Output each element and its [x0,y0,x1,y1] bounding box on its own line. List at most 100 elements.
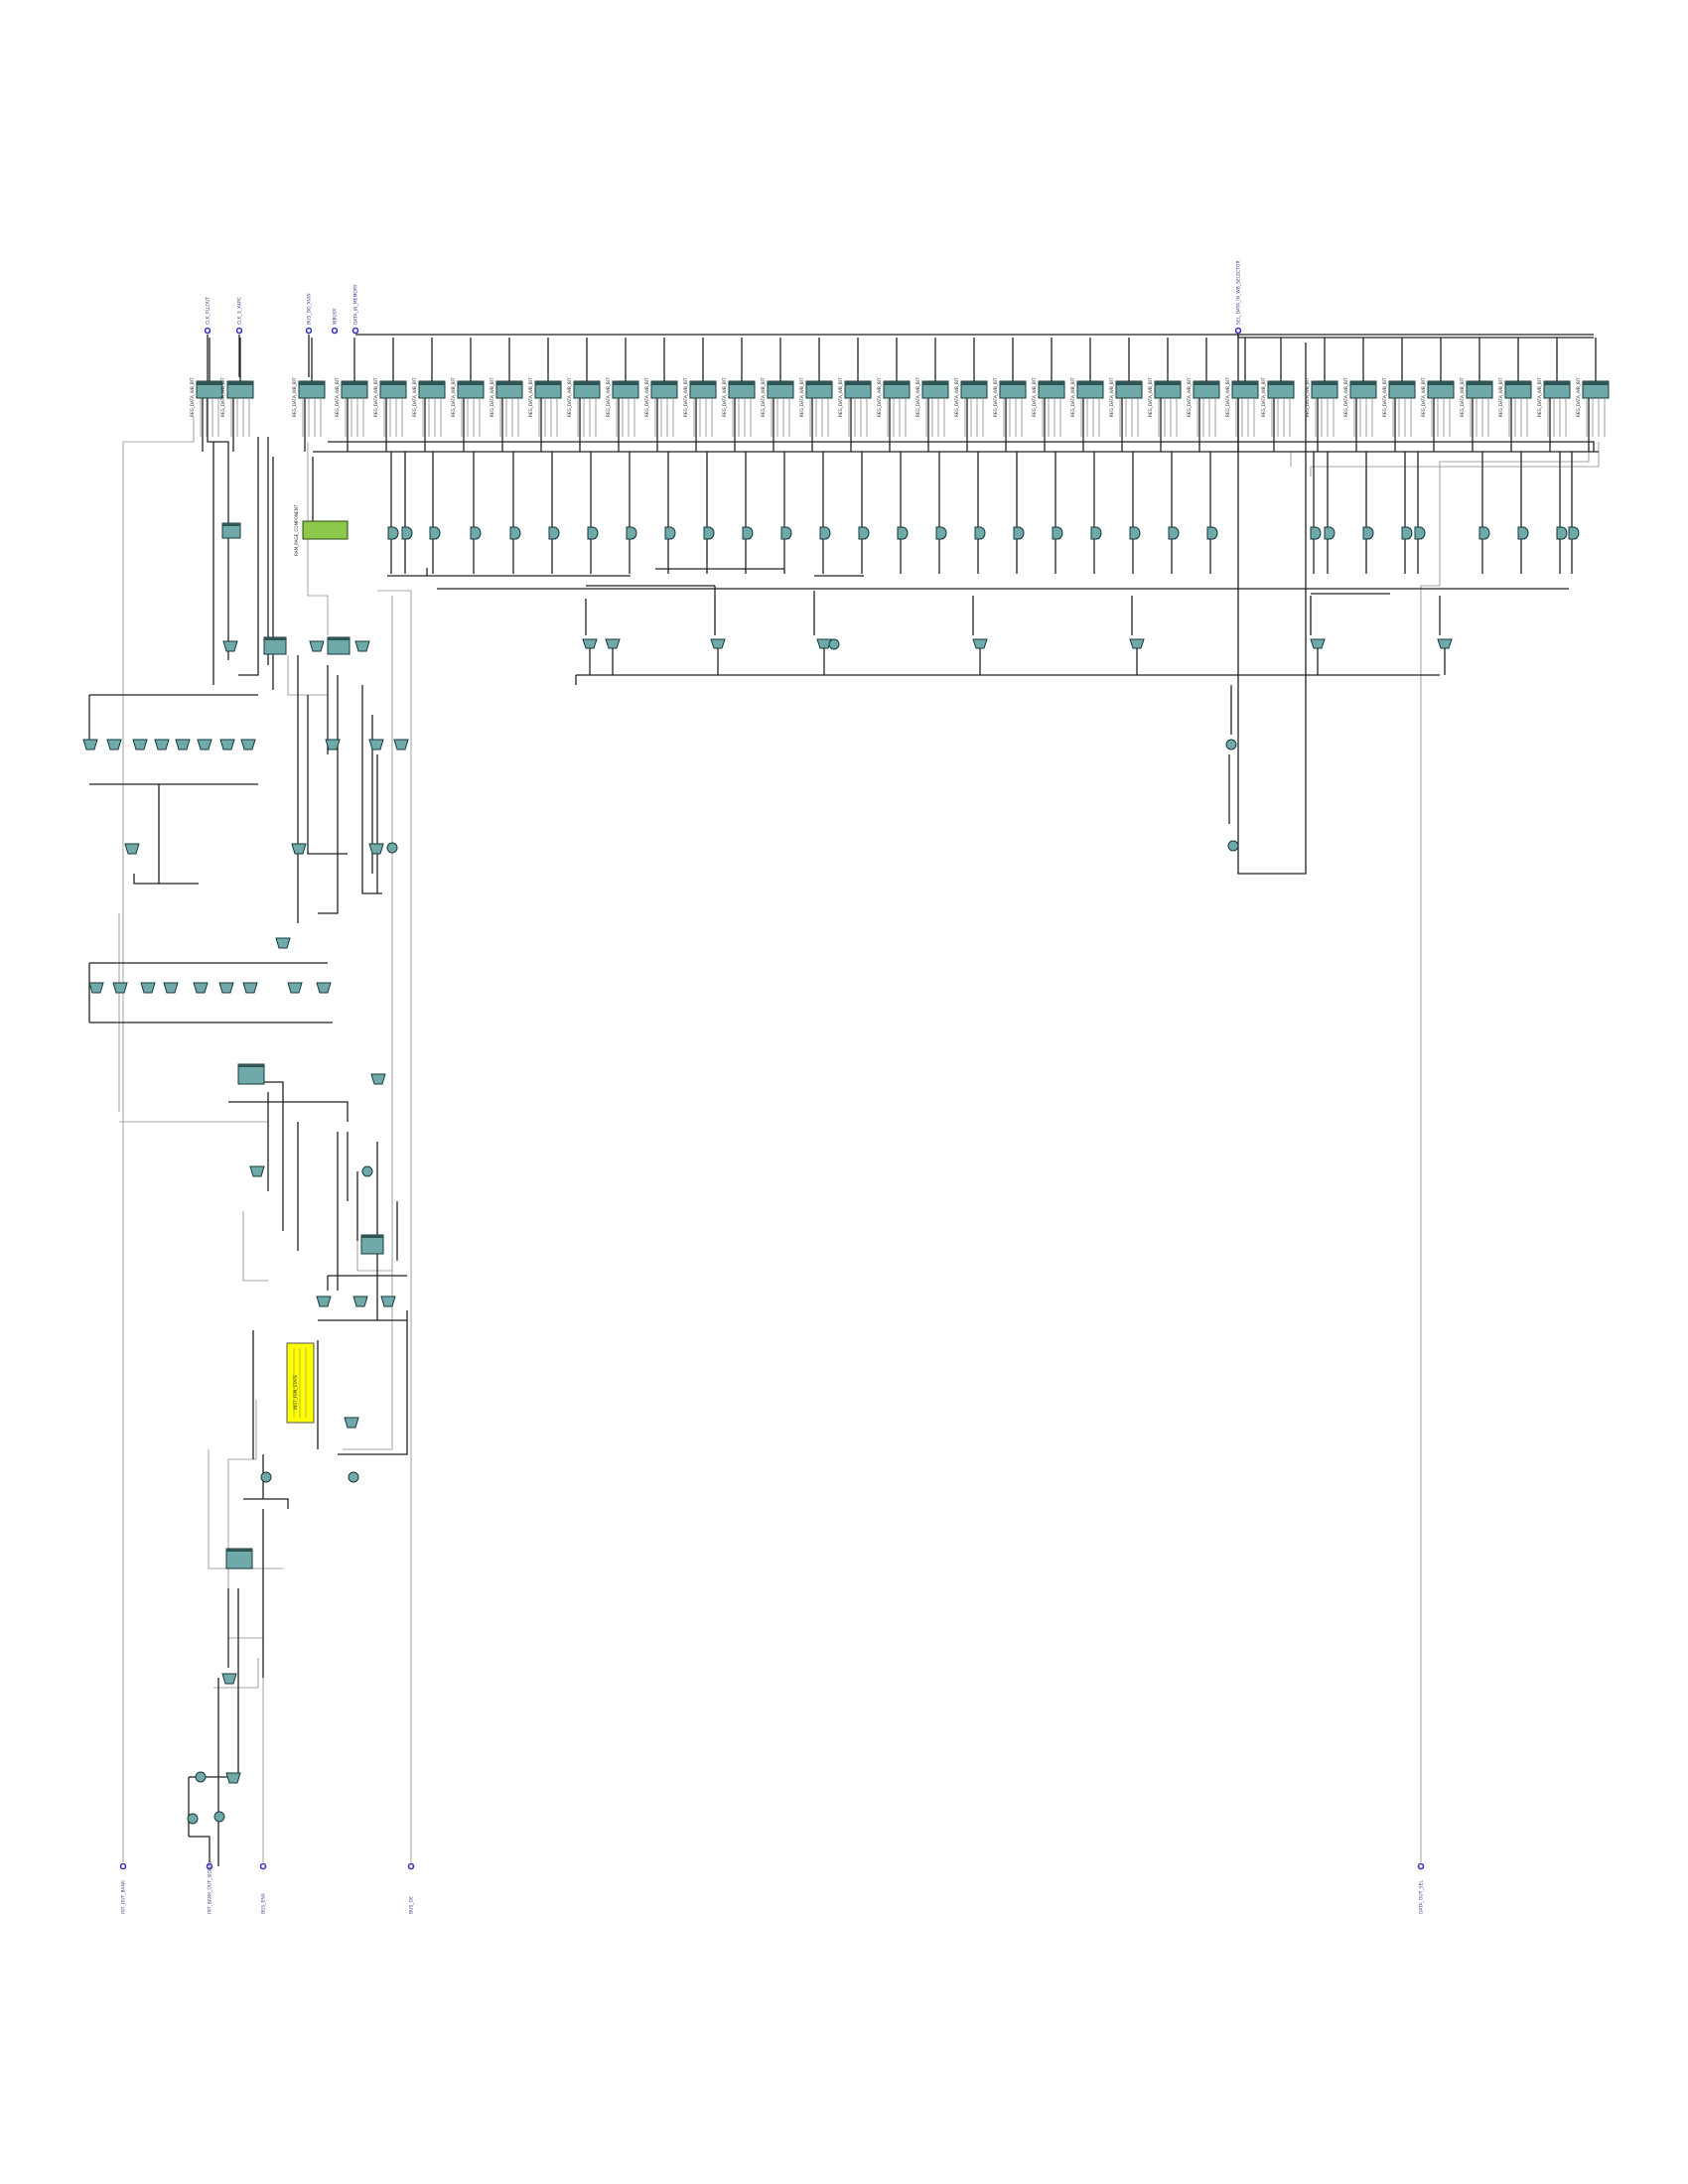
top-port-2[interactable]: BUS_DO_XVIN [305,293,313,335]
gate-30[interactable] [1556,452,1568,574]
register-30[interactable]: REG_DATA_WB_BIT [1382,338,1416,452]
register-18[interactable]: REG_DATA_WB_BIT [915,338,949,452]
mux-4[interactable] [972,638,988,675]
mux-bank2-1[interactable] [112,982,128,994]
gate-23[interactable] [1310,452,1322,574]
register-33[interactable]: REG_DATA_WB_BIT [1498,338,1532,452]
mux-left-f[interactable] [368,843,384,855]
register-7[interactable]: REG_DATA_WB_BIT [490,338,523,452]
bottom-port-2[interactable]: BUS_ENA [259,1862,267,1915]
register-21[interactable]: REG_DATA_WB_BIT [1032,338,1065,452]
gate-18[interactable] [1052,452,1063,574]
gate-19[interactable] [1090,452,1102,574]
register-26[interactable]: REG_DATA_WB_BIT [1225,338,1259,452]
register-10[interactable]: REG_DATA_WB_BIT [606,338,639,452]
mux-bank1-10[interactable] [393,739,409,751]
gate-20[interactable] [1129,452,1141,574]
mux-left-d[interactable] [124,843,140,855]
gate-21[interactable] [1168,452,1180,574]
gate-28[interactable] [1478,452,1490,574]
gate-11[interactable] [780,452,792,574]
mux-bank2-6[interactable] [242,982,258,994]
mux-bank1-4[interactable] [175,739,191,751]
bottom-port-0[interactable]: INT_OUT_BANK [119,1862,127,1915]
mux-3[interactable] [816,638,832,675]
mux-7[interactable] [1437,638,1453,675]
mux-bank2-0[interactable] [88,982,104,994]
register-29[interactable]: REG_DATA_WB_BIT [1343,338,1377,452]
ram-block[interactable] [302,520,349,540]
mux-6[interactable] [1310,638,1326,675]
register-14[interactable]: REG_DATA_WB_BIT [761,338,794,452]
register-25[interactable]: REG_DATA_WB_BIT [1187,338,1220,452]
register-1[interactable]: REG_DATA_WB_BIT [220,338,254,452]
mux-left-b[interactable] [309,640,325,652]
register-4[interactable]: REG_DATA_WB_BIT [373,338,407,452]
mux-bank2-3[interactable] [163,982,179,994]
gate-27[interactable] [1414,452,1426,574]
mux-2[interactable] [710,638,726,675]
mux-left-n[interactable] [221,1673,237,1685]
gate-1[interactable] [401,452,413,574]
reg-left-e[interactable] [360,1234,384,1255]
gate-7[interactable] [626,452,637,574]
reg-left-d[interactable] [237,1063,265,1085]
gate-3[interactable] [470,452,482,574]
mux-left-k[interactable] [352,1296,368,1307]
mux-bank2-2[interactable] [140,982,156,994]
gate-left-a[interactable] [386,842,398,854]
mux-bank1-9[interactable] [368,739,384,751]
mux-bank2-7[interactable] [287,982,303,994]
bottom-port-3[interactable]: BUS_OE [407,1862,415,1915]
gate-left-e[interactable] [195,1771,207,1783]
mux-left-c[interactable] [354,640,370,652]
register-19[interactable]: REG_DATA_WB_BIT [954,338,988,452]
gate-25[interactable] [1362,452,1374,574]
register-13[interactable]: REG_DATA_WB_BIT [722,338,756,452]
bottom-port-1[interactable]: INT_BANK_OUT_SIGNAL [206,1861,213,1914]
mux-left-l[interactable] [380,1296,396,1307]
mux-bank1-0[interactable] [82,739,98,751]
register-22[interactable]: REG_DATA_WB_BIT [1070,338,1104,452]
mux-bank1-2[interactable] [132,739,148,751]
bottom-port-4[interactable]: DATA_OUT_SEL [1417,1862,1425,1915]
mux-bank1-5[interactable] [197,739,212,751]
register-0[interactable]: REG_DATA_WB_BIT [190,338,223,452]
mux-bank2-5[interactable] [218,982,234,994]
mux-bank2-4[interactable] [193,982,209,994]
gate-8[interactable] [664,452,676,574]
register-20[interactable]: REG_DATA_WB_BIT [993,338,1027,452]
register-23[interactable]: REG_DATA_WB_BIT [1109,338,1143,452]
gate-6[interactable] [587,452,599,574]
mux-5[interactable] [1129,638,1145,675]
register-8[interactable]: REG_DATA_WB_BIT [528,338,562,452]
register-12[interactable]: REG_DATA_WB_BIT [683,338,717,452]
mux-bank1-6[interactable] [219,739,235,751]
gate-26[interactable] [1401,452,1413,574]
reg-left-f[interactable] [225,1548,253,1570]
gate-left-b[interactable] [361,1165,373,1177]
register-35[interactable]: REG_DATA_WB_BIT [1576,338,1610,452]
reg-left-a[interactable] [221,522,241,539]
gate-4[interactable] [509,452,521,574]
mux-1[interactable] [605,638,621,675]
gate-right-1[interactable] [1225,739,1237,751]
mux-bank2-8[interactable] [316,982,332,994]
register-17[interactable]: REG_DATA_WB_BIT [877,338,911,452]
gate-29[interactable] [1517,452,1529,574]
gate-left-d[interactable] [348,1471,359,1483]
register-31[interactable]: REG_DATA_WB_BIT [1421,338,1455,452]
register-16[interactable]: REG_DATA_WB_BIT [838,338,872,452]
register-5[interactable]: REG_DATA_WB_BIT [412,338,446,452]
mux-left-j[interactable] [316,1296,332,1307]
reg-left-c[interactable] [327,636,351,655]
fsm-block[interactable] [286,1342,315,1424]
top-port-1[interactable]: CLK_3_X4PC [235,297,243,335]
reg-left-b[interactable] [263,636,287,655]
gate-0[interactable] [387,452,399,574]
mux-left-o[interactable] [225,1772,241,1784]
mux-left-g[interactable] [275,937,291,949]
register-9[interactable]: REG_DATA_WB_BIT [567,338,601,452]
mux-left-i[interactable] [249,1165,265,1177]
register-28[interactable]: REG_DATA_WB_BIT [1305,338,1338,452]
